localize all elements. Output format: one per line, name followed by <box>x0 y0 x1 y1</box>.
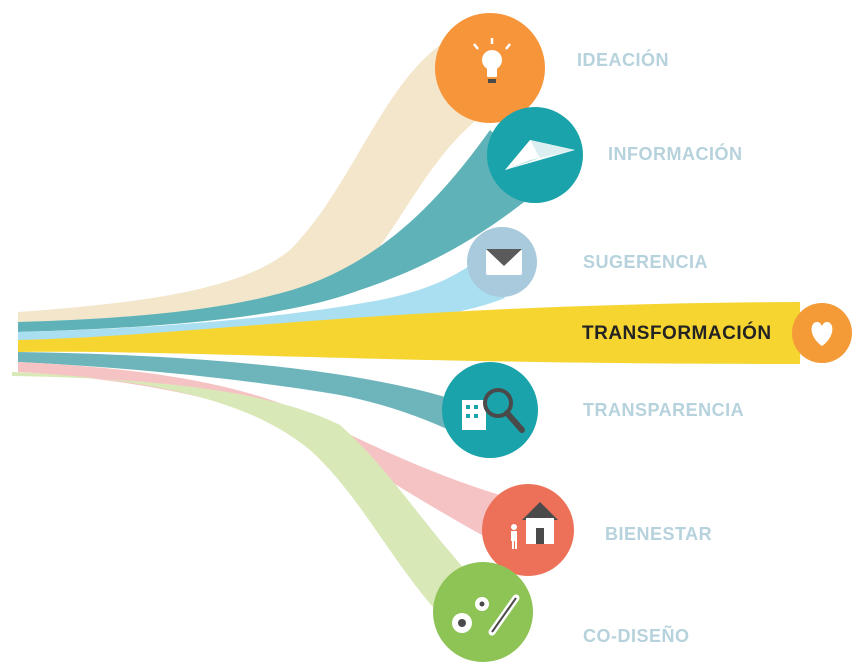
lightbulb-icon <box>473 38 511 83</box>
ideacion-circle[interactable] <box>435 13 545 123</box>
transparencia-circle[interactable] <box>442 362 538 458</box>
label-transparencia: TRANSPARENCIA <box>583 400 745 420</box>
paper-plane-icon <box>505 140 575 170</box>
label-sugerencia: SUGERENCIA <box>583 252 709 272</box>
bienestar-circle[interactable] <box>482 484 574 576</box>
envelope-icon <box>486 249 522 275</box>
label-ideacion: IDEACIÓN <box>577 50 670 70</box>
magnifier-building-icon <box>462 388 525 433</box>
gears-pencil-icon <box>452 594 520 636</box>
ribbon-ideacion <box>18 45 490 322</box>
informacion-circle[interactable] <box>487 107 583 203</box>
ribbon-bienestar <box>18 362 520 555</box>
codiseno-circle[interactable] <box>433 562 533 662</box>
label-informacion: INFORMACIÓN <box>608 144 743 164</box>
sugerencia-circle[interactable] <box>467 227 537 297</box>
ribbon-codiseno <box>12 372 470 615</box>
house-person-icon <box>511 502 558 549</box>
ribbon-transparencia <box>18 352 470 440</box>
transformacion-circle[interactable] <box>792 303 852 363</box>
label-codiseno: CO-DISEÑO <box>583 626 690 646</box>
heart-icon <box>811 322 833 346</box>
label-bienestar: BIENESTAR <box>605 524 713 544</box>
label-transformacion: TRANSFORMACIÓN <box>582 323 772 344</box>
ribbon-transformacion <box>18 302 800 364</box>
